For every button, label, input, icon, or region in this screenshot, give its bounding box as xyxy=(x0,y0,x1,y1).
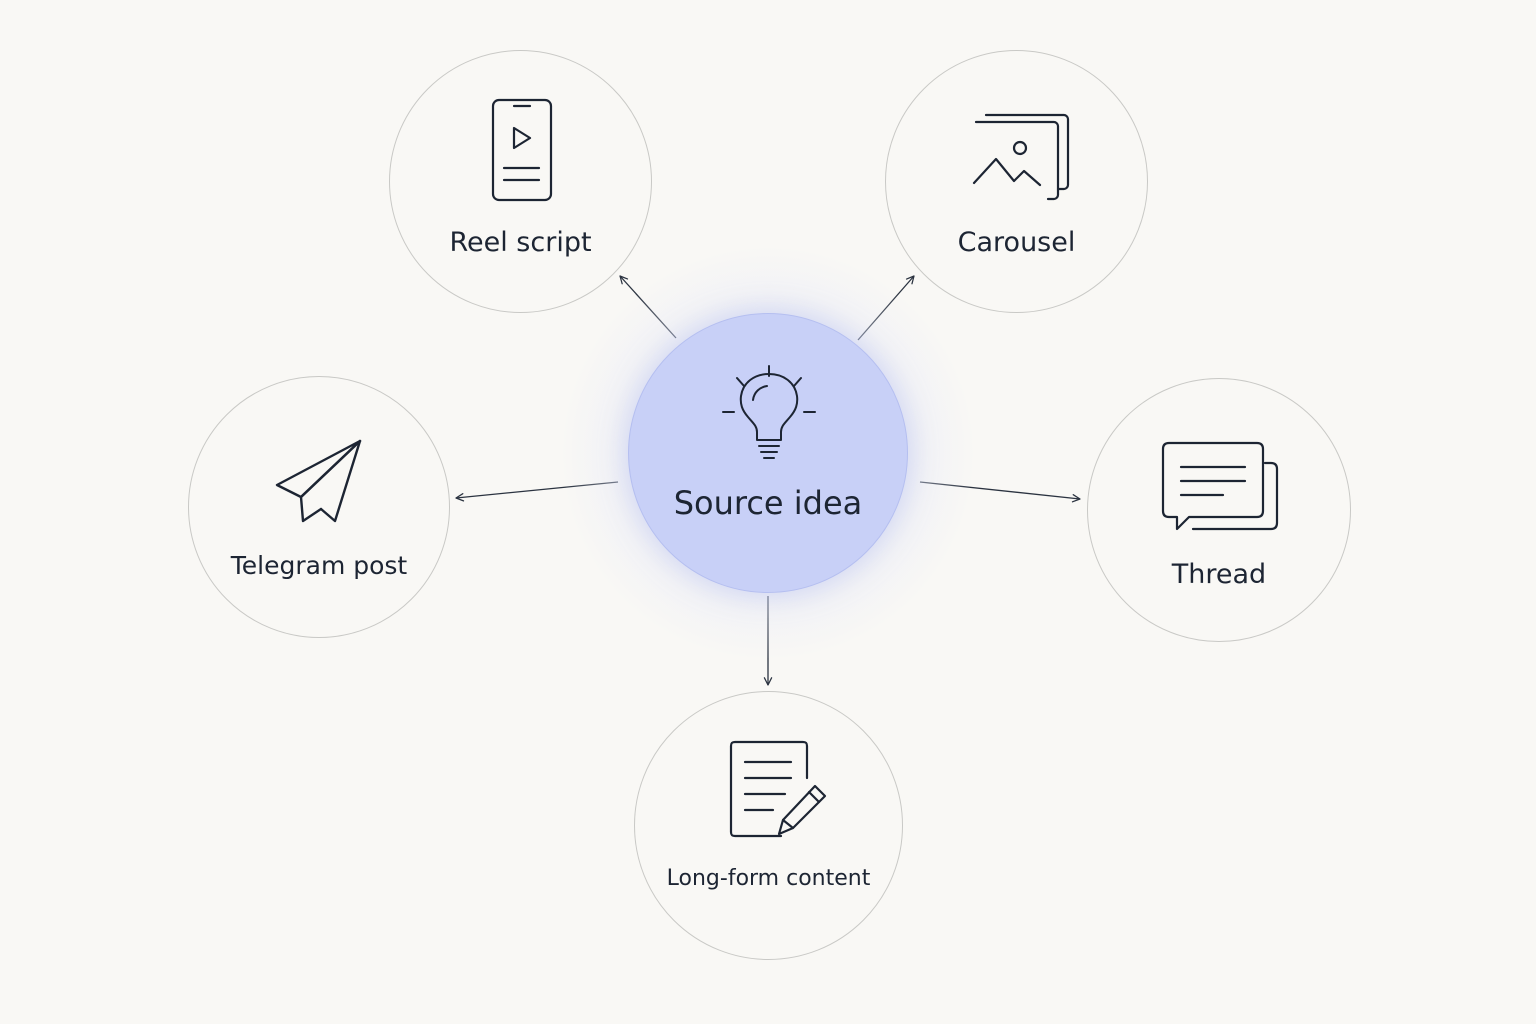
paper-plane-icon xyxy=(273,435,367,527)
chat-bubbles-icon xyxy=(1159,439,1281,535)
node-long-form-content[interactable]: Long-form content xyxy=(634,691,903,960)
node-reel-script[interactable]: Reel script xyxy=(389,50,652,313)
image-stack-icon xyxy=(962,109,1074,203)
node-source-idea[interactable]: Source idea xyxy=(628,313,908,593)
node-carousel[interactable]: Carousel xyxy=(885,50,1148,313)
lightbulb-icon xyxy=(717,360,821,472)
node-label-thread: Thread xyxy=(1171,559,1267,590)
node-label-long-form-content: Long-form content xyxy=(666,866,871,891)
node-label-carousel: Carousel xyxy=(957,227,1076,258)
node-label-reel-script: Reel script xyxy=(449,227,592,258)
document-pencil-icon xyxy=(727,740,831,840)
node-label-telegram-post: Telegram post xyxy=(230,551,408,580)
node-label-source-idea: Source idea xyxy=(673,484,863,522)
node-thread[interactable]: Thread xyxy=(1087,378,1351,642)
node-telegram-post[interactable]: Telegram post xyxy=(188,376,450,638)
phone-play-icon xyxy=(487,96,557,204)
